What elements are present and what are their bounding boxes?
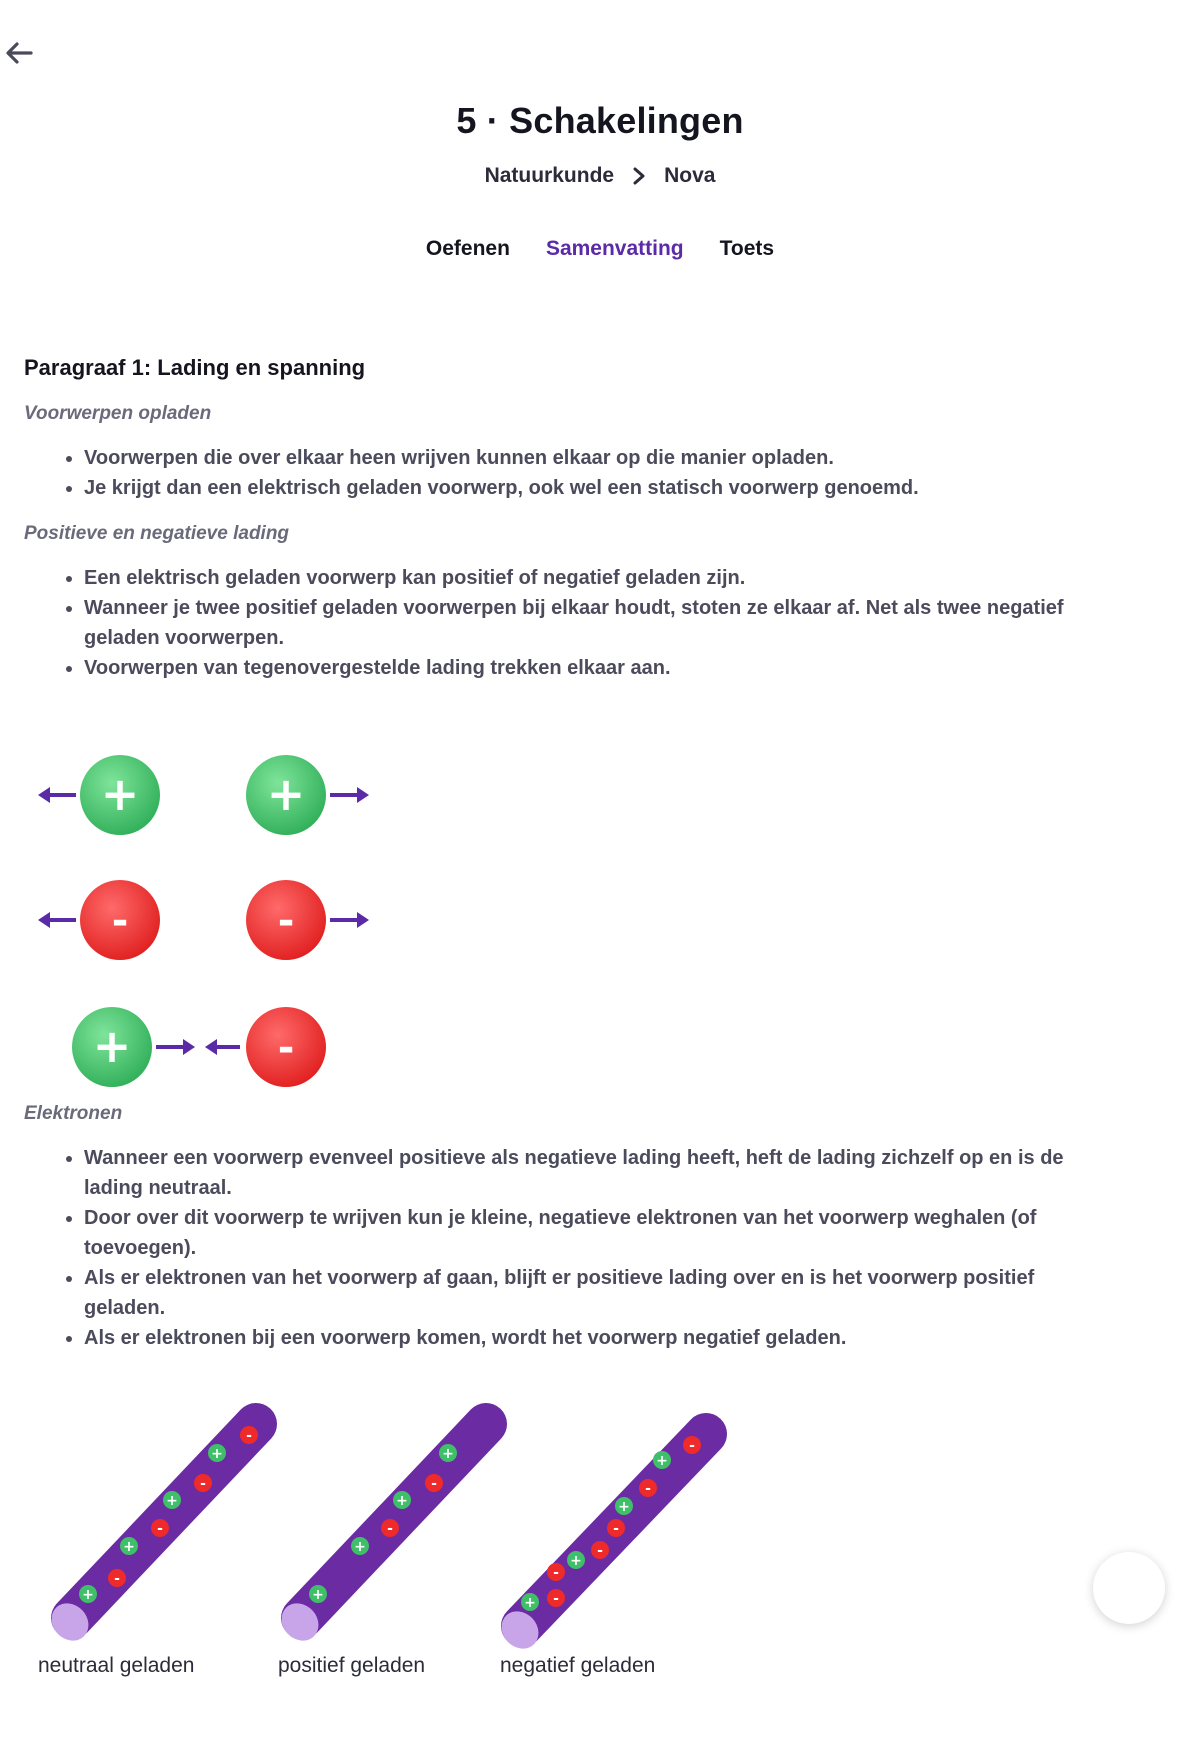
arrow-left-icon xyxy=(38,912,50,928)
list-item: Door over dit voorwerp te wrijven kun je… xyxy=(84,1203,1104,1263)
svg-text:+: + xyxy=(396,1493,408,1509)
svg-text:-: - xyxy=(114,1571,120,1587)
list-item: Als er elektronen van het voorwerp af ga… xyxy=(84,1263,1104,1323)
svg-text:+: + xyxy=(123,1539,135,1555)
list-item: Een elektrisch geladen voorwerp kan posi… xyxy=(84,563,1104,593)
svg-text:-: - xyxy=(431,1476,437,1492)
list-item: Voorwerpen van tegenovergestelde lading … xyxy=(84,653,1104,683)
subheading-opladen: Voorwerpen opladen xyxy=(24,403,212,424)
positive-charge xyxy=(246,755,326,835)
svg-text:+: + xyxy=(82,1587,94,1603)
negative-charge xyxy=(246,880,326,960)
tab-bar: Oefenen Samenvatting Toets xyxy=(0,237,1200,261)
back-button[interactable] xyxy=(4,38,34,68)
positive-charge xyxy=(80,755,160,835)
arrow-right-icon xyxy=(183,1039,195,1055)
subheading-lading: Positieve en negatieve lading xyxy=(24,523,290,544)
arrow-left-icon xyxy=(205,1039,217,1055)
arrow-left-icon xyxy=(6,42,33,64)
charged-rods-diagram: + - + - + - + - + + - + - + + - - + - - … xyxy=(38,1403,727,1677)
svg-text:-: - xyxy=(597,1543,603,1559)
rod-label-positive: positief geladen xyxy=(278,1654,425,1677)
negative-charge xyxy=(80,880,160,960)
svg-text:-: - xyxy=(112,898,129,944)
tab-oefenen[interactable]: Oefenen xyxy=(425,237,510,260)
svg-text:-: - xyxy=(246,1428,252,1444)
subheading-elektronen: Elektronen xyxy=(24,1103,123,1124)
list-item: Je krijgt dan een elektrisch geladen voo… xyxy=(84,473,1104,503)
rod-negative: + - - + - - + - + - xyxy=(501,1413,727,1649)
rod-neutral: + - + - + - + - xyxy=(51,1403,277,1641)
rod-label-neutral: neutraal geladen xyxy=(38,1654,194,1677)
list-item: Voorwerpen die over elkaar heen wrijven … xyxy=(84,443,1104,473)
svg-text:-: - xyxy=(387,1521,393,1537)
list-item: Wanneer je twee positief geladen voorwer… xyxy=(84,593,1104,653)
negative-charge xyxy=(246,1007,326,1087)
tab-samenvatting[interactable]: Samenvatting xyxy=(545,237,684,260)
charge-interaction-diagram: + + - - + - xyxy=(38,755,369,1087)
svg-text:+: + xyxy=(312,1587,324,1603)
svg-text:+: + xyxy=(442,1446,454,1462)
rod-label-negative: negatief geladen xyxy=(500,1654,655,1677)
arrow-left-icon xyxy=(38,787,50,803)
svg-text:+: + xyxy=(211,1446,223,1462)
positive-charge xyxy=(72,1007,152,1087)
arrow-right-icon xyxy=(357,787,369,803)
bullet-list-elektronen: Wanneer een voorwerp evenveel positieve … xyxy=(24,1143,1104,1353)
repel-negative-row: - - xyxy=(38,880,369,960)
bullet-list-lading: Een elektrisch geladen voorwerp kan posi… xyxy=(24,563,1104,683)
svg-text:+: + xyxy=(618,1499,630,1515)
svg-text:-: - xyxy=(645,1481,651,1497)
list-item: Wanneer een voorwerp evenveel positieve … xyxy=(84,1143,1104,1203)
svg-text:-: - xyxy=(689,1438,695,1454)
breadcrumb-subject[interactable]: Natuurkunde xyxy=(484,164,615,187)
page-title: 5 · Schakelingen xyxy=(456,100,744,141)
svg-text:-: - xyxy=(553,1565,559,1581)
bullet-list-opladen: Voorwerpen die over elkaar heen wrijven … xyxy=(24,443,1104,503)
list-item: Als er elektronen bij een voorwerp komen… xyxy=(84,1323,1104,1353)
chevron-right-icon xyxy=(632,166,646,186)
tab-toets[interactable]: Toets xyxy=(719,237,775,260)
svg-text:+: + xyxy=(93,1019,132,1073)
svg-text:+: + xyxy=(354,1539,366,1555)
svg-text:+: + xyxy=(570,1553,582,1569)
svg-text:-: - xyxy=(278,1025,295,1071)
rod-positive: + + - + - + xyxy=(281,1403,507,1641)
svg-text:-: - xyxy=(613,1521,619,1537)
svg-text:-: - xyxy=(200,1476,206,1492)
svg-text:+: + xyxy=(166,1493,178,1509)
section-heading: Paragraaf 1: Lading en spanning xyxy=(24,355,366,380)
summary-content: Paragraaf 1: Lading en spanning Voorwerp… xyxy=(24,355,1104,1373)
breadcrumb: Natuurkunde Nova xyxy=(0,164,1200,188)
floating-action-button[interactable] xyxy=(1093,1552,1165,1624)
svg-text:+: + xyxy=(267,767,306,821)
arrow-right-icon xyxy=(357,912,369,928)
breadcrumb-method[interactable]: Nova xyxy=(664,164,716,187)
svg-text:-: - xyxy=(553,1591,559,1607)
page-header: 5 · Schakelingen Natuurkunde Nova xyxy=(0,100,1200,188)
svg-text:+: + xyxy=(656,1453,668,1469)
svg-text:+: + xyxy=(101,767,140,821)
svg-text:-: - xyxy=(157,1521,163,1537)
attract-row: + - xyxy=(72,1007,326,1087)
repel-positive-row: + + xyxy=(38,755,369,835)
svg-text:+: + xyxy=(524,1595,536,1611)
svg-text:-: - xyxy=(278,898,295,944)
